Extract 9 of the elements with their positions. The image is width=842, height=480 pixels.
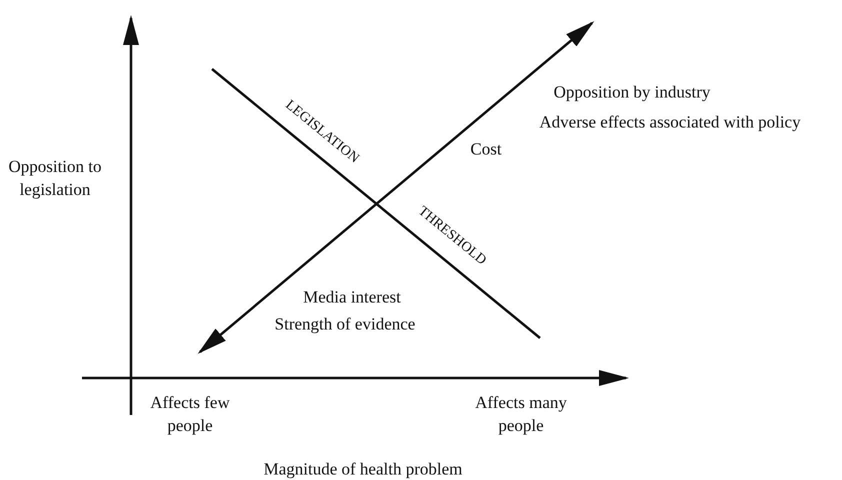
axis-title: Magnitude of health problem <box>264 458 462 480</box>
annotation-text: Adverse effects associated with policy <box>539 112 801 134</box>
axis-tick-label: Affects few people <box>149 392 231 437</box>
axis-title: Opposition to legislation <box>7 156 103 201</box>
annotation-text: Opposition by industry <box>554 82 710 104</box>
axis-tick-label: Affects many people <box>474 392 568 437</box>
annotation-text: Cost <box>470 138 502 160</box>
annotation-text: Strength of evidence <box>274 314 416 336</box>
annotation-text: Media interest <box>303 286 401 308</box>
